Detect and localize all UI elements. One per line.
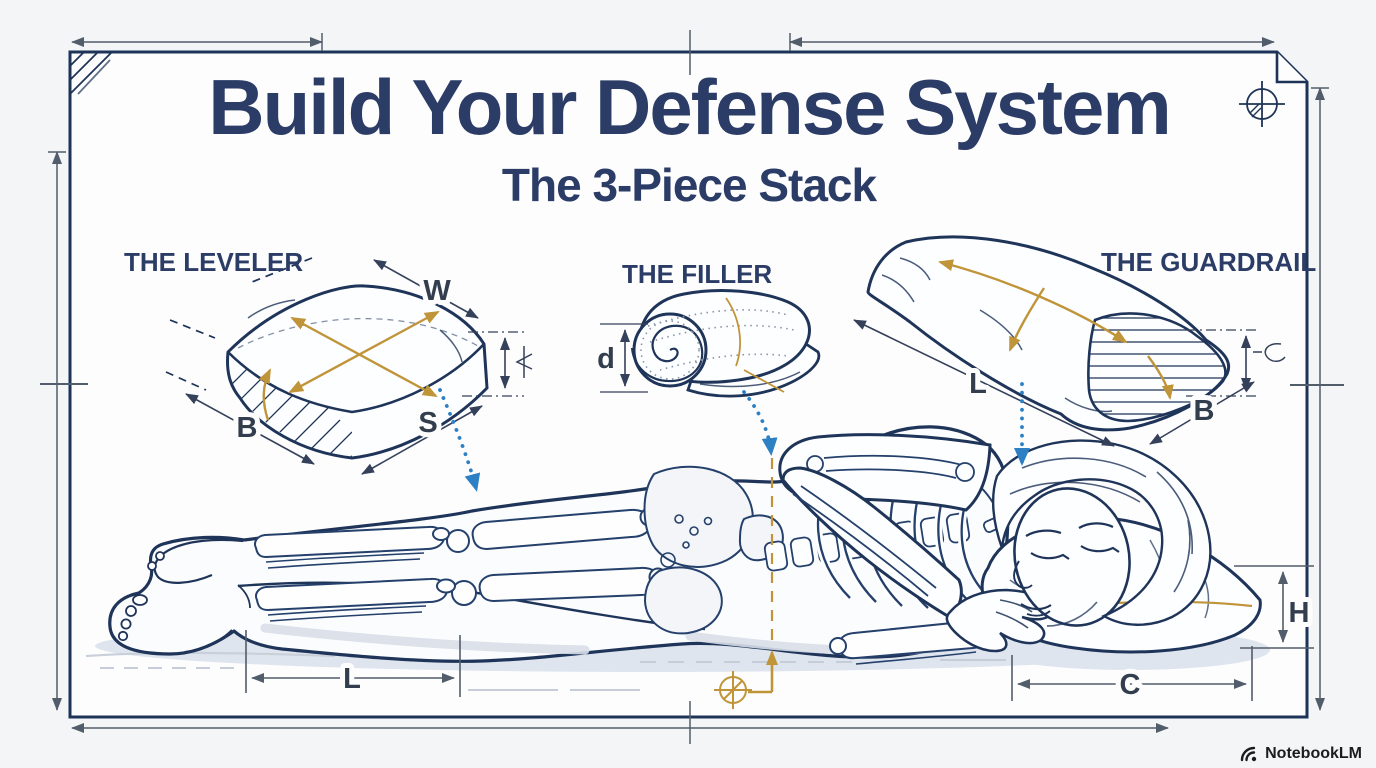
filler-illustration [600, 289, 821, 398]
leveler-illustration [165, 257, 533, 475]
watermark: NotebookLM [1240, 745, 1362, 763]
crosshair-icon [1239, 81, 1285, 127]
leveler-dimensions [185, 259, 533, 475]
leveler-dim-s: S [418, 407, 437, 439]
roll-spiral [630, 324, 704, 383]
guardrail-dim-l: L [969, 368, 987, 400]
guardrail-label: THE GUARDRAIL [1101, 247, 1317, 277]
placement-arrows [438, 382, 1030, 492]
hair [991, 439, 1212, 626]
figure-dimensions [245, 565, 1314, 701]
sleeper-figure [108, 425, 1262, 665]
gold-crosshair-icon [714, 671, 752, 709]
hatched-corner-icon [69, 51, 113, 95]
gold-datum [714, 458, 778, 709]
face-features [1013, 522, 1120, 627]
filler-label: THE FILLER [622, 259, 773, 289]
toes [117, 551, 165, 642]
folded-corner-icon [1275, 52, 1307, 84]
figure-dim-c: C [1120, 669, 1141, 701]
guardrail-dim-b: B [1194, 395, 1215, 427]
filler-dim-d: d [597, 343, 615, 375]
figure-dim-l: L [343, 663, 361, 695]
datum-glyph-icon [1253, 342, 1286, 362]
guardrail-illustration [853, 235, 1286, 447]
arm [778, 433, 1053, 653]
outer-dimension-marks [40, 30, 1344, 744]
guardrail-dimensions [853, 319, 1286, 447]
watermark-text: NotebookLM [1265, 745, 1362, 762]
head [991, 439, 1212, 627]
notebooklm-logo-icon [1240, 746, 1257, 762]
figure-dim-h: H [1289, 597, 1310, 629]
leveler-dim-b: B [237, 412, 258, 444]
leveler-dim-w: W [423, 275, 451, 307]
filler-dimensions [600, 323, 648, 393]
page-subtitle: The 3-Piece Stack [501, 159, 877, 211]
page-title: Build Your Defense System [208, 63, 1171, 151]
leveler-label: THE LEVELER [124, 247, 304, 277]
datum-glyph-icon [515, 346, 533, 378]
